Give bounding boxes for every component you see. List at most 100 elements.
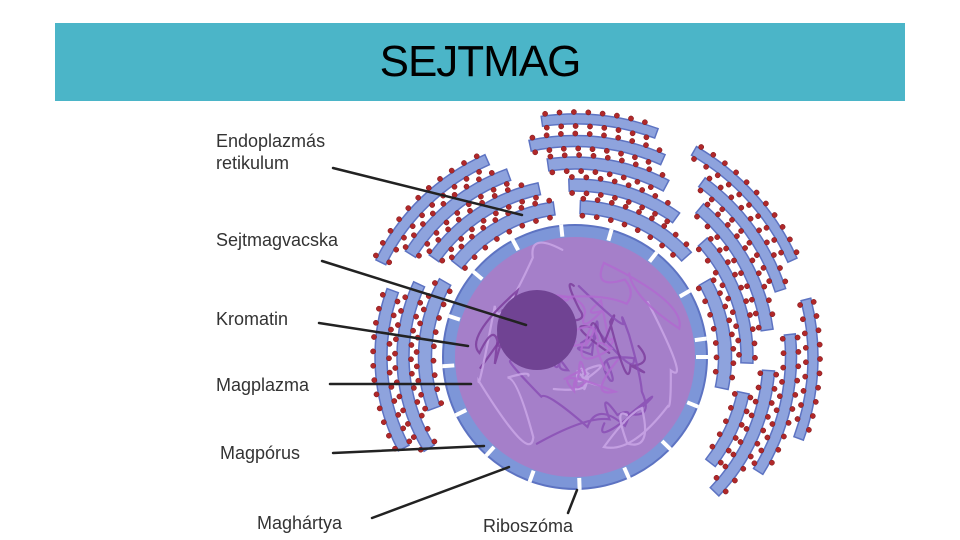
ribosome-dot <box>789 406 796 412</box>
ribosome-dot <box>370 362 377 369</box>
ribosome-dot <box>386 369 393 376</box>
ribosome-dot <box>379 291 386 298</box>
nuclear-pore <box>622 466 631 480</box>
ribosome-dot <box>714 234 721 240</box>
chromatin-strand <box>577 285 654 434</box>
ribosome-dot <box>431 343 437 350</box>
ribosome-dot <box>618 150 624 157</box>
ribosome-dot <box>462 265 468 271</box>
ribosome-dot <box>619 157 625 164</box>
ribosome-dot <box>732 271 738 278</box>
ribosome-dot <box>390 312 397 319</box>
ribosome-dot <box>373 391 380 398</box>
ribosome-dot <box>737 439 744 445</box>
ribosome-dot <box>409 223 416 230</box>
ribosome-dot <box>473 153 480 160</box>
ribosome-dot <box>488 170 495 176</box>
ribosome-dot <box>691 156 697 162</box>
ribosome-dot <box>620 174 627 181</box>
ribosome-dot <box>639 187 646 193</box>
ribosome-dot <box>729 217 735 223</box>
ribosome-dot <box>546 197 553 204</box>
ribosome-dot <box>431 438 438 445</box>
ribosome-dot <box>795 363 802 370</box>
label-nucleoplasm: Magplazma <box>216 375 310 395</box>
ribosome-dot <box>558 131 564 137</box>
ribosome-dot <box>561 152 568 159</box>
ribosome-dot <box>794 416 801 422</box>
label-er: Endoplazmás retikulum <box>216 130 325 174</box>
ribosome-dot <box>760 427 767 434</box>
nuclear-pore <box>559 224 565 237</box>
ribosome-dot <box>601 132 607 139</box>
ribosome-dot <box>590 152 597 159</box>
ribosome-dot <box>418 391 424 398</box>
ribosome-dot <box>717 459 724 466</box>
ribosome-dot <box>758 447 765 454</box>
ribosome-dot <box>812 399 819 405</box>
ribosome-dot <box>809 413 816 419</box>
ribosome-dot <box>395 412 402 418</box>
ribosome-dot <box>406 438 413 445</box>
ribosome-dot <box>744 283 750 290</box>
ribosome-dot <box>560 145 567 152</box>
ribosome-dot <box>603 148 610 154</box>
nucleolus-pointer <box>320 259 528 327</box>
ribosome-dot <box>396 216 402 223</box>
ribosome-dot <box>434 386 441 393</box>
ribosome-dot <box>771 212 778 218</box>
ribosome-dot <box>418 412 425 419</box>
ribosome-dot <box>632 161 639 168</box>
ribosome-dot <box>709 443 716 450</box>
ribosome-dot <box>778 249 784 256</box>
ribosome-dot <box>732 435 739 441</box>
chromatin-strand <box>508 359 630 445</box>
ribosome-dot <box>578 168 584 174</box>
ribosome-dot <box>719 206 726 213</box>
nuclear-pore <box>454 408 468 418</box>
ribosome-dot <box>738 422 745 428</box>
ribosome-dot <box>387 227 394 234</box>
ribosome-dot <box>429 202 436 208</box>
ribosome-dot <box>413 363 420 370</box>
ribosome-dot <box>742 245 748 251</box>
ribosome-dot <box>490 186 497 193</box>
er-cisterna <box>690 145 798 264</box>
ribosome-dot <box>615 134 622 141</box>
ribosome-dot <box>747 394 754 401</box>
ribosome-dot <box>380 419 387 426</box>
ribosome-dot <box>722 160 728 167</box>
ribosome-dot <box>707 236 714 242</box>
ribosome-dot <box>373 319 379 326</box>
ribosome-dot <box>505 204 512 210</box>
er-cisterna <box>374 287 411 452</box>
label-er-line2: retikulum <box>216 153 290 173</box>
ribosome-dot <box>755 384 762 391</box>
ribosome-dot <box>373 252 379 259</box>
ribosome-dot <box>792 392 799 398</box>
ribosome-dot <box>429 210 436 217</box>
ribosome-dot <box>411 232 417 239</box>
ribosome-dot <box>424 425 431 432</box>
ribosome-dot <box>546 147 553 153</box>
ribosome-dot <box>733 323 739 330</box>
ribosome-dot <box>410 434 417 440</box>
ribosome-dot <box>716 247 723 253</box>
ribosome-dot <box>401 234 407 241</box>
ribosome-dot <box>714 172 721 179</box>
ribosome-dot <box>608 199 615 206</box>
ribosome-dot <box>764 239 770 246</box>
er-cisterna <box>694 202 774 332</box>
ribosome-dot <box>601 125 608 131</box>
ribosome-dot <box>436 315 442 321</box>
ribosome-dot <box>440 301 447 308</box>
ribosome-dot <box>492 217 499 223</box>
ribosome-dot <box>779 335 786 342</box>
pointer-lines <box>317 166 579 520</box>
ribosome-dot <box>710 277 717 284</box>
ribosome-dot <box>422 405 428 412</box>
ribosome-dot <box>408 342 415 348</box>
ribosome-dot <box>402 294 409 301</box>
ribosome-dot <box>738 270 744 276</box>
ribosome-dot <box>629 130 636 137</box>
